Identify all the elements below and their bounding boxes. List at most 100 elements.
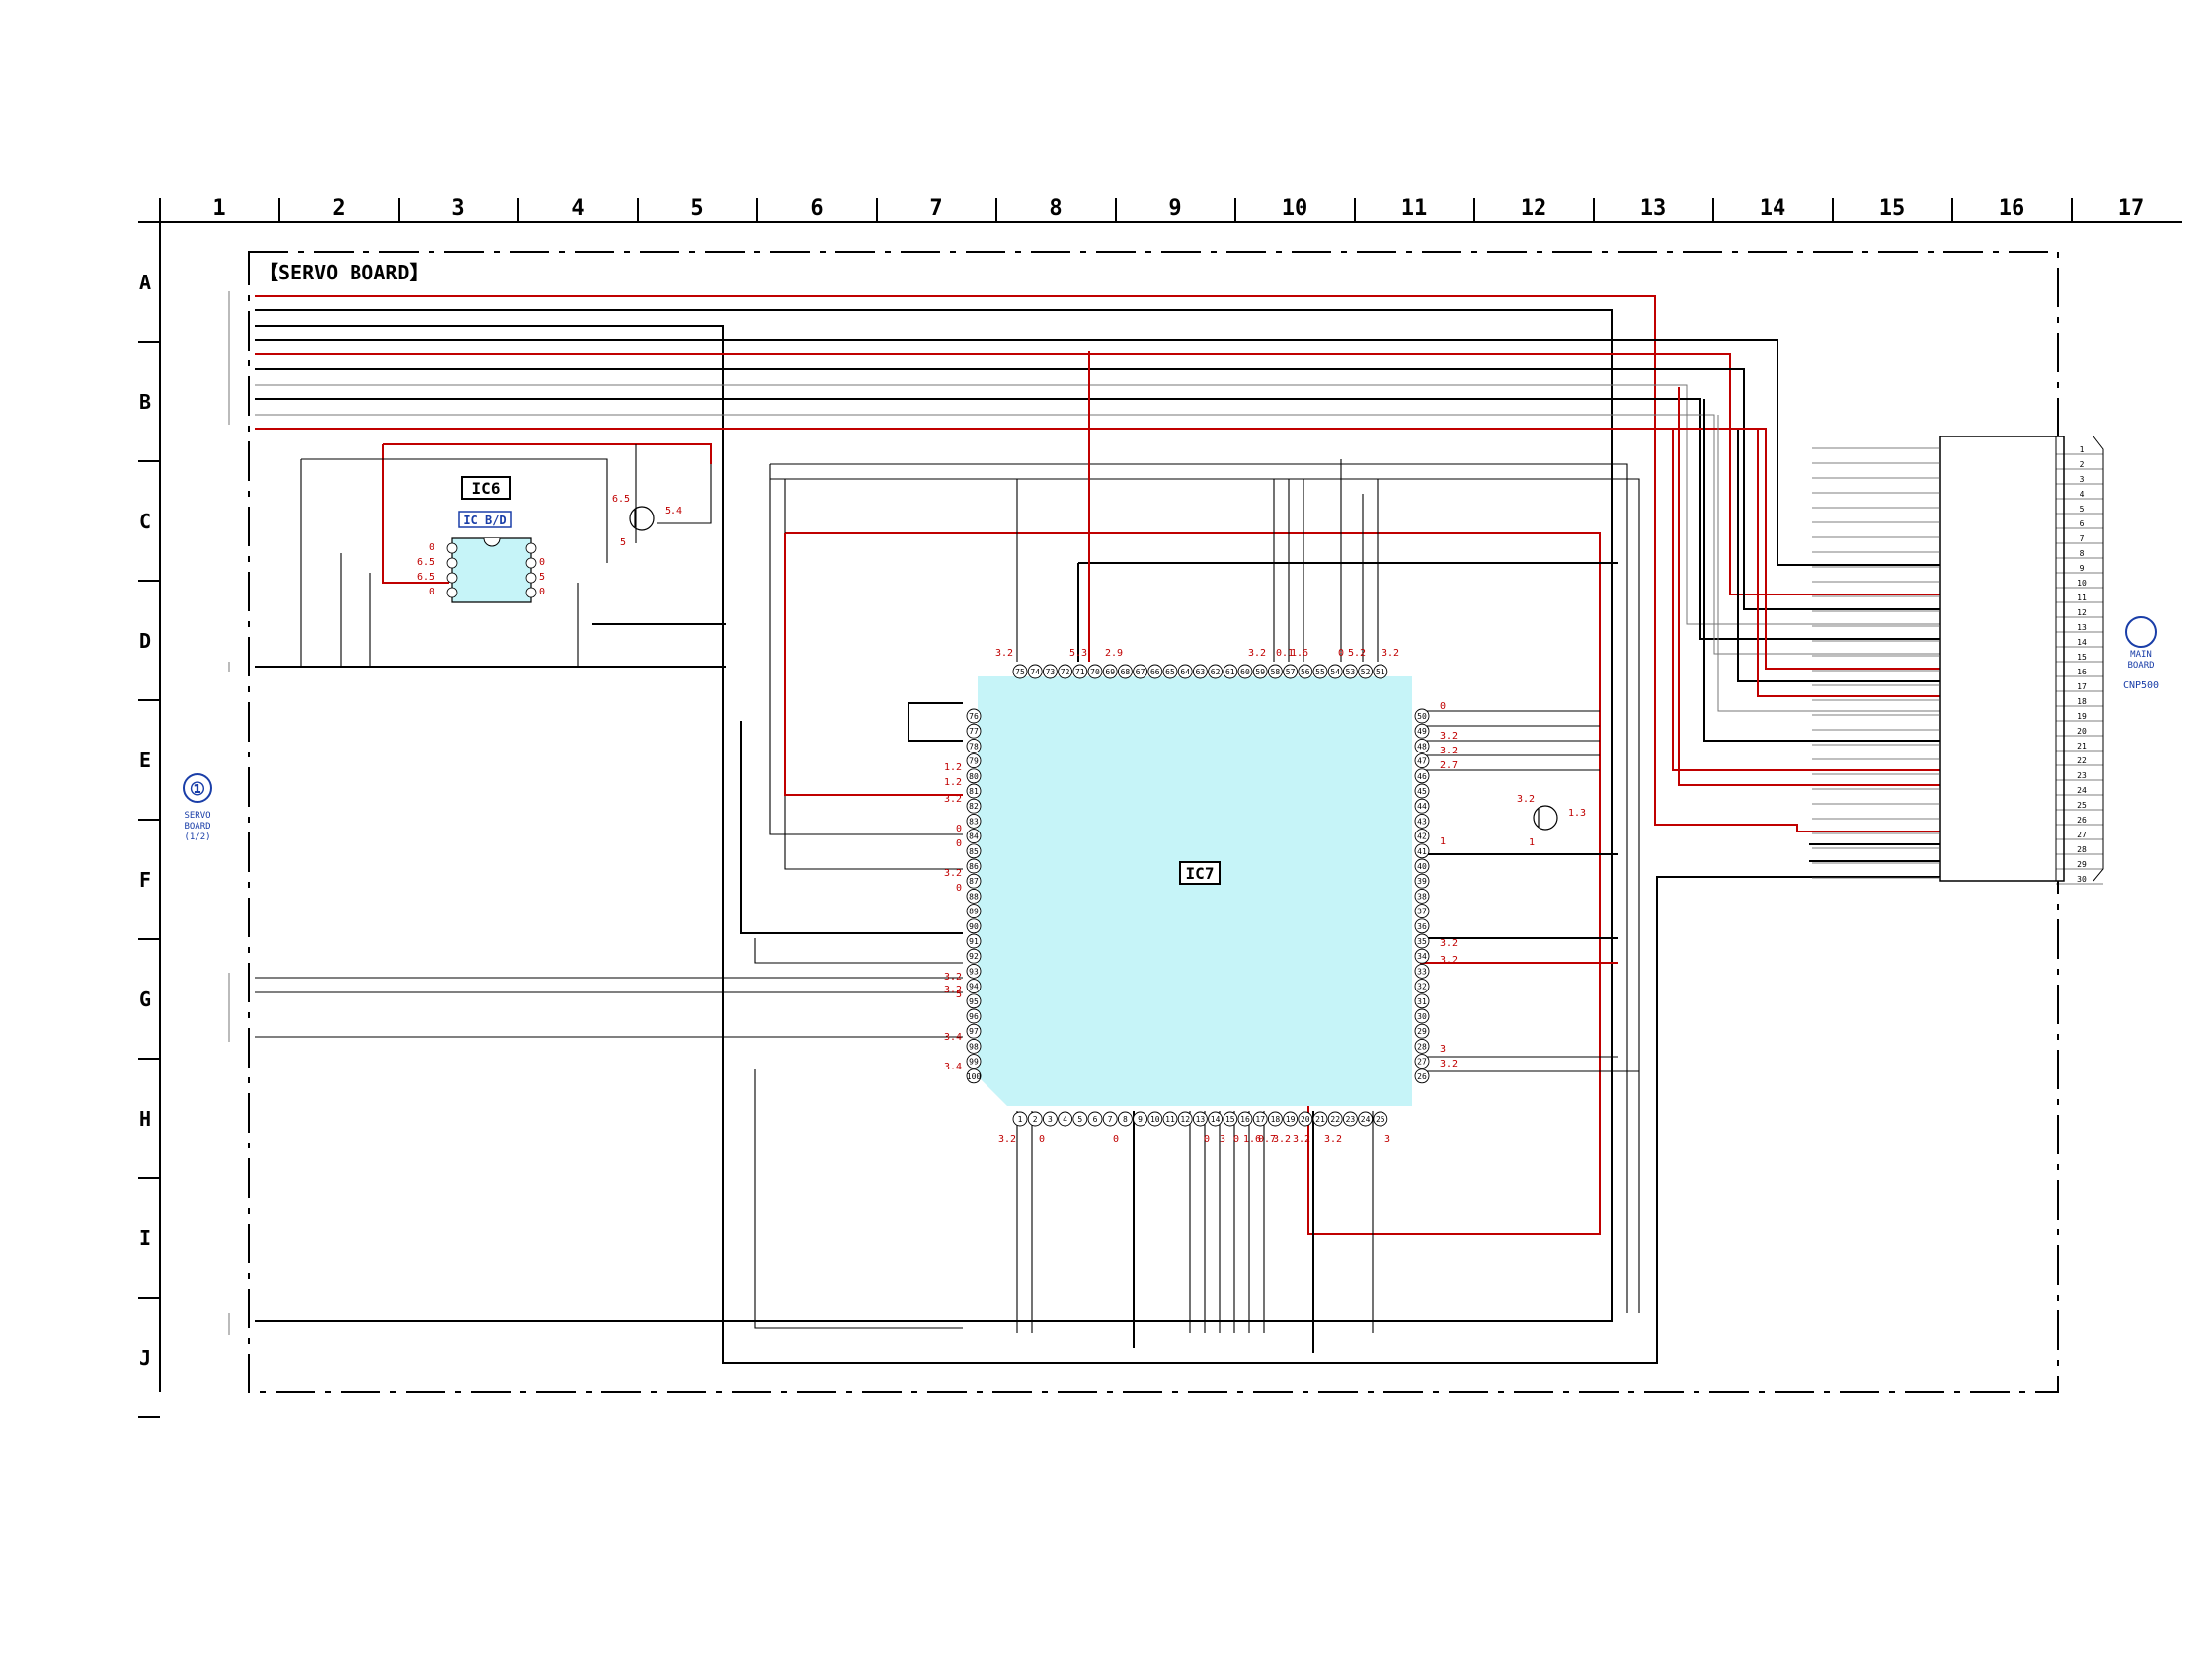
ic6-label: IC6 (472, 479, 501, 498)
ic7-top-voltage: 0.1 (1276, 648, 1294, 659)
svg-text:(1/2): (1/2) (184, 832, 210, 842)
cnp500-pin: 4 (2080, 490, 2085, 499)
ic7-left-voltage: 3.2 (944, 972, 962, 983)
cnp500-pin: 3 (2080, 475, 2085, 484)
column-label: 4 (571, 197, 584, 221)
main-board-connector-marker: MAIN BOARD CNP500 (2123, 616, 2159, 691)
ic7-bottom-voltage: 3.2 (1324, 1134, 1342, 1145)
ic7-pin: 63 (1196, 668, 1206, 676)
cnp500-pin: 27 (2077, 831, 2087, 839)
ic7-pin: 24 (1361, 1115, 1371, 1124)
ic7-pin: 53 (1346, 668, 1356, 676)
ic7-pin: 88 (969, 892, 979, 901)
ic7-pin: 67 (1136, 668, 1146, 676)
column-label: 8 (1049, 197, 1062, 221)
column-label: 1 (212, 197, 225, 221)
ic7-pin: 47 (1417, 757, 1427, 766)
wiring (228, 291, 1940, 1364)
ic6-sublabel: IC B/D (463, 514, 506, 527)
svg-text:5.4: 5.4 (665, 506, 682, 516)
ic7-pin: 2 (1033, 1115, 1038, 1124)
column-label: 14 (1760, 197, 1786, 221)
column-label: 17 (2118, 197, 2145, 221)
cnp500-pin: 23 (2077, 771, 2087, 780)
column-label: 3 (451, 197, 464, 221)
ic7-pin: 41 (1417, 847, 1427, 856)
cnp500-pin: 29 (2077, 860, 2087, 869)
ic7-left-voltage: 3.2 (944, 794, 962, 805)
ic7-pin: 39 (1417, 877, 1427, 886)
ic7-pin: 64 (1180, 668, 1190, 676)
cnp500-pin: 20 (2077, 727, 2087, 736)
ic7-pin: 95 (969, 997, 979, 1006)
cnp500-pin: 1 (2080, 445, 2085, 454)
ic7-pin: 10 (1150, 1115, 1160, 1124)
column-label: 16 (1999, 197, 2025, 221)
svg-text:BOARD: BOARD (2127, 661, 2154, 671)
ic7-pin: 34 (1417, 952, 1427, 961)
ic7-bottom-voltage: 0 (1204, 1134, 1210, 1145)
ic6-right-voltage: 0 (539, 557, 545, 568)
svg-text:BOARD: BOARD (184, 822, 210, 832)
cnp500-pin: 15 (2077, 653, 2087, 662)
ic7-pin: 3 (1048, 1115, 1053, 1124)
ic7-right-voltage: 3.2 (1440, 938, 1458, 949)
ic7-right-voltage: 2.7 (1440, 760, 1458, 771)
ic7-right-voltage: 3 (1440, 1044, 1446, 1055)
ic7-pin: 16 (1240, 1115, 1250, 1124)
ic7-pin: 22 (1330, 1115, 1340, 1124)
ic7-pin: 98 (969, 1042, 979, 1051)
column-label: 2 (332, 197, 345, 221)
ic7-top-voltage: 3.2 (1382, 648, 1399, 659)
ic6-left-voltage: 6.5 (417, 572, 434, 583)
row-label: B (139, 390, 151, 414)
ic7-pin: 5 (1077, 1115, 1082, 1124)
ic7-pin: 33 (1417, 967, 1427, 976)
ic7-left-voltage: 3.4 (944, 1032, 962, 1043)
ic7-pin: 50 (1417, 712, 1427, 721)
ic7-pin: 89 (969, 908, 979, 916)
ic7-label: IC7 (1186, 864, 1215, 883)
cnp500-pin: 7 (2080, 534, 2085, 543)
ic7-pin: 99 (969, 1058, 979, 1067)
ic7-top-voltage: 3.2 (1248, 648, 1266, 659)
ic7-pin: 91 (969, 937, 979, 946)
ic7-pin: 30 (1417, 1012, 1427, 1021)
ic7-left-voltage: 0 (956, 838, 962, 849)
cnp500-pin: 21 (2077, 742, 2087, 751)
ic6: IC6 IC B/D (451, 476, 532, 603)
ic7-pin: 57 (1286, 668, 1296, 676)
ic7-pin: 72 (1061, 668, 1070, 676)
row-label: A (139, 271, 151, 294)
ic7-pin: 32 (1417, 983, 1427, 991)
ic7-left-voltage: 0 (956, 824, 962, 834)
ic7-pin: 97 (969, 1027, 979, 1036)
board-title: 【SERVO BOARD】 (259, 261, 429, 284)
ic7-top-voltage: 5.2 (1348, 648, 1366, 659)
cnp500-pin: 13 (2077, 623, 2087, 632)
ic7-pin: 90 (969, 922, 979, 931)
ic7-pin: 82 (969, 802, 979, 811)
column-label: 5 (690, 197, 703, 221)
ic7-pin: 37 (1417, 908, 1427, 916)
ic7-pin: 86 (969, 862, 979, 871)
cnp500-pin: 2 (2080, 460, 2085, 469)
row-grid (138, 198, 161, 1418)
ic7-pin: 60 (1240, 668, 1250, 676)
svg-text:SERVO: SERVO (184, 811, 210, 821)
cnp500-pin: 17 (2077, 682, 2087, 691)
ic7-pin: 68 (1121, 668, 1131, 676)
cnp500-pin: 24 (2077, 786, 2087, 795)
ic7-pin: 4 (1063, 1115, 1067, 1124)
ic7-pin: 92 (969, 952, 979, 961)
ic7-bottom-voltage: 3 (1220, 1134, 1225, 1145)
ic7-pin: 44 (1417, 802, 1427, 811)
cnp500-pin: 8 (2080, 549, 2085, 558)
ic7-top-voltage: 2.9 (1105, 648, 1123, 659)
ic7-pin: 83 (969, 817, 979, 826)
ic7-left-voltage: 0 (956, 883, 962, 894)
cnp500-connector (1939, 436, 2104, 882)
ic6-left-voltage: 0 (429, 542, 434, 553)
